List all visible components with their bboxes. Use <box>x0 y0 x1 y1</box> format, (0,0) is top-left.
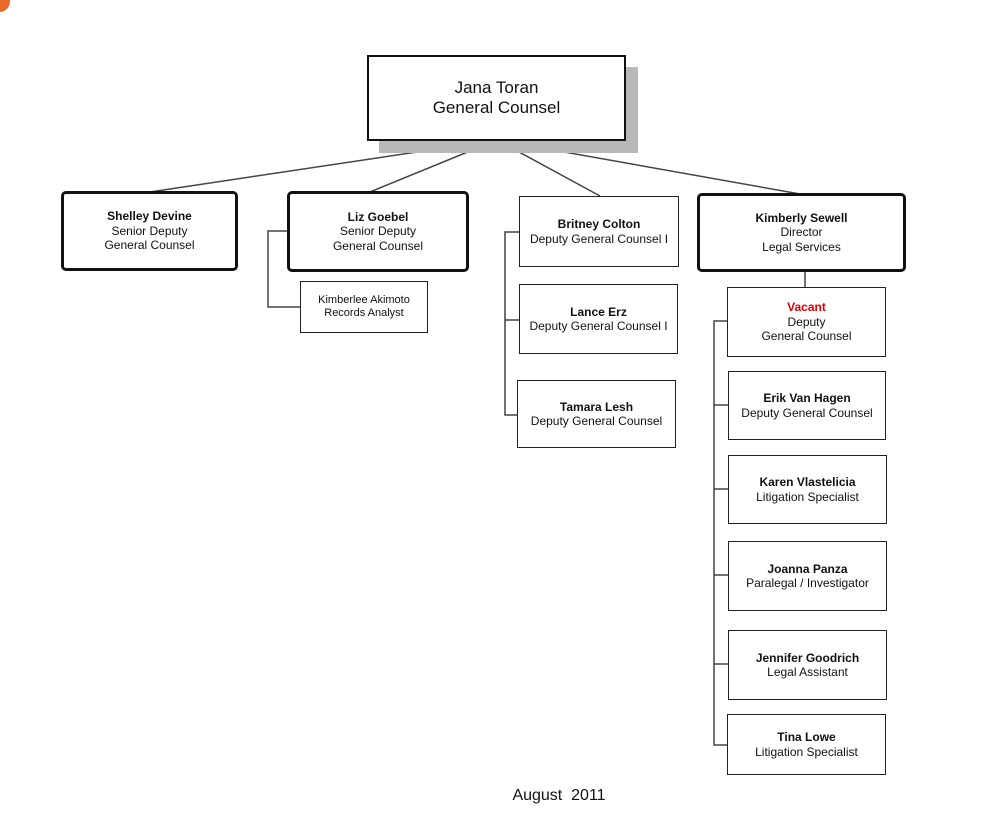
person-title: Records Analyst <box>324 307 404 319</box>
person-title: Litigation Specialist <box>756 489 859 504</box>
org-box-tamara-lesh: Tamara Lesh Deputy General Counsel <box>517 380 676 448</box>
person-title: Deputy General Counsel I <box>529 231 669 246</box>
connector-head-britney <box>496 139 601 197</box>
person-name: Jana Toran <box>454 77 539 97</box>
person-title: Litigation Specialist <box>755 744 858 759</box>
connector-vacant-reports <box>713 320 727 746</box>
org-box-karen-vlastelicia: Karen Vlastelicia Litigation Specialist <box>728 455 887 524</box>
person-title: Director <box>780 225 823 240</box>
person-title: Paralegal / Investigator <box>746 576 869 590</box>
person-name: Lance Erz <box>570 304 627 319</box>
connector-head-shelley <box>149 139 498 193</box>
person-title: Deputy General Counsel <box>530 414 663 428</box>
person-title: Legal Services <box>762 239 841 254</box>
org-box-kimberlee-akimoto: Kimberlee Akimoto Records Analyst <box>300 281 428 333</box>
person-title: General Counsel <box>104 238 195 253</box>
org-box-shelley-devine: Shelley Devine Senior Deputy General Cou… <box>61 191 238 271</box>
person-name: Britney Colton <box>557 217 641 232</box>
org-box-tina-lowe: Tina Lowe Litigation Specialist <box>727 714 886 775</box>
person-title: General Counsel <box>432 98 561 117</box>
person-title: Legal Assistant <box>767 665 848 679</box>
vacant-label: Vacant <box>787 300 826 315</box>
person-name: Liz Goebel <box>347 209 409 224</box>
person-title: Deputy General Counsel <box>741 405 873 420</box>
person-name: Tina Lowe <box>777 730 836 745</box>
connector-liz-kimberlee <box>267 230 300 308</box>
person-name: Jennifer Goodrich <box>755 650 860 665</box>
person-name: Tamara Lesh <box>559 399 634 414</box>
org-box-joanna-panza: Joanna Panza Paralegal / Investigator <box>728 541 887 611</box>
person-name: Shelley Devine <box>107 209 192 224</box>
org-box-jennifer-goodrich: Jennifer Goodrich Legal Assistant <box>728 630 887 700</box>
person-title: General Counsel <box>761 329 852 344</box>
person-name: Kimberlee Akimoto <box>318 293 410 306</box>
person-name: Joanna Panza <box>767 561 848 576</box>
org-box-liz-goebel: Liz Goebel Senior Deputy General Counsel <box>287 191 469 272</box>
org-box-britney-colton: Britney Colton Deputy General Counsel I <box>519 196 679 267</box>
corner-logo-mark <box>0 0 10 12</box>
connector-head-kimberly <box>496 139 801 195</box>
org-box-lance-erz: Lance Erz Deputy General Counsel I <box>519 284 678 354</box>
connector-head-liz <box>369 139 498 193</box>
person-title: Deputy <box>787 314 826 329</box>
person-title: Deputy General Counsel I <box>529 319 668 333</box>
person-name: Karen Vlastelicia <box>759 475 856 490</box>
person-name: Kimberly Sewell <box>755 210 848 225</box>
org-box-erik-van-hagen: Erik Van Hagen Deputy General Counsel <box>728 371 886 440</box>
person-title: Senior Deputy <box>111 223 188 238</box>
person-name: Erik Van Hagen <box>763 391 851 406</box>
connector-britney-reports <box>504 231 519 416</box>
org-box-kimberly-sewell: Kimberly Sewell Director Legal Services <box>697 193 906 272</box>
org-box-vacant: Vacant Deputy General Counsel <box>727 287 886 357</box>
person-title: Senior Deputy <box>339 224 417 239</box>
org-box-general-counsel: Jana Toran General Counsel <box>367 55 626 141</box>
person-title: General Counsel <box>332 238 424 253</box>
footer-date: August 2011 <box>512 787 606 804</box>
